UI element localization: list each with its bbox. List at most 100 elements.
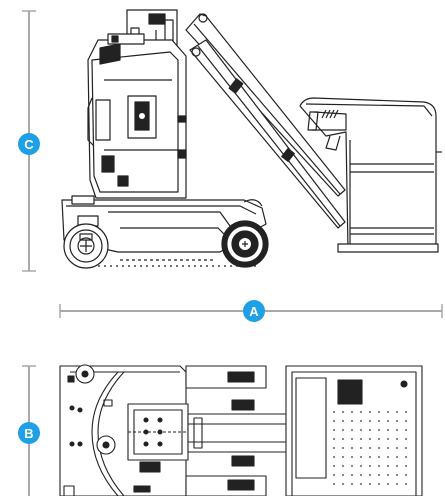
grating-dot bbox=[360, 483, 362, 485]
grating-dot bbox=[360, 411, 362, 413]
grating-dot bbox=[405, 483, 407, 485]
rear-wheel bbox=[63, 223, 109, 269]
grating-dot bbox=[396, 411, 398, 413]
grating-dot bbox=[333, 483, 335, 485]
width-dimension: B bbox=[18, 365, 40, 496]
grating-dot bbox=[333, 420, 335, 422]
grating-dot bbox=[396, 438, 398, 440]
grating-dot bbox=[405, 420, 407, 422]
top-platform bbox=[285, 365, 423, 496]
grating-dot bbox=[351, 456, 353, 458]
grating-dot bbox=[369, 456, 371, 458]
length-badge-label: A bbox=[249, 304, 259, 319]
grating-dot bbox=[342, 411, 344, 413]
grating-dot bbox=[405, 429, 407, 431]
grating-dot bbox=[333, 429, 335, 431]
length-dimension: A bbox=[59, 300, 443, 322]
lift-top-view bbox=[59, 364, 423, 496]
width-badge: B bbox=[18, 422, 40, 444]
grating-dot bbox=[333, 465, 335, 467]
length-badge: A bbox=[243, 300, 265, 322]
grating-dot bbox=[360, 465, 362, 467]
grating-dot bbox=[342, 465, 344, 467]
grating-dot bbox=[342, 483, 344, 485]
grating-dot bbox=[378, 438, 380, 440]
grating-dot bbox=[387, 456, 389, 458]
grating-dot bbox=[369, 429, 371, 431]
lift-side-view bbox=[61, 9, 442, 269]
grating-dot bbox=[378, 465, 380, 467]
grating-dot bbox=[396, 465, 398, 467]
grating-dot bbox=[360, 438, 362, 440]
grating-dot bbox=[342, 438, 344, 440]
jib-arm bbox=[185, 13, 346, 229]
front-wheel bbox=[221, 220, 269, 268]
grating-dot bbox=[387, 438, 389, 440]
grating-dot bbox=[378, 429, 380, 431]
grating-dot bbox=[360, 447, 362, 449]
work-platform-basket bbox=[299, 97, 442, 253]
grating-dot bbox=[369, 438, 371, 440]
grating-dot bbox=[351, 411, 353, 413]
grating-dot bbox=[369, 483, 371, 485]
grating-dot bbox=[369, 465, 371, 467]
grating-dot bbox=[378, 474, 380, 476]
grating-dot bbox=[396, 429, 398, 431]
grating-dot bbox=[405, 411, 407, 413]
grating-dot bbox=[387, 465, 389, 467]
grating-dot bbox=[405, 465, 407, 467]
grating-dot bbox=[333, 447, 335, 449]
grating-dot bbox=[396, 483, 398, 485]
grating-dot bbox=[360, 420, 362, 422]
grating-dot bbox=[351, 447, 353, 449]
chassis-body bbox=[87, 33, 187, 199]
width-badge-label: B bbox=[24, 426, 33, 441]
grating-dot bbox=[360, 429, 362, 431]
grating-dot bbox=[333, 474, 335, 476]
grating-dot bbox=[351, 474, 353, 476]
grating-dot bbox=[351, 420, 353, 422]
top-mast-block bbox=[127, 403, 189, 493]
grating-dot bbox=[378, 411, 380, 413]
height-badge: C bbox=[18, 133, 40, 155]
grating-dot bbox=[396, 456, 398, 458]
grating-dot bbox=[387, 420, 389, 422]
grating-dot bbox=[369, 411, 371, 413]
grating-dot bbox=[387, 474, 389, 476]
grating-dot bbox=[351, 438, 353, 440]
grating-dot bbox=[360, 456, 362, 458]
grating-dot bbox=[387, 429, 389, 431]
grating-dot bbox=[405, 474, 407, 476]
grating-dot bbox=[387, 447, 389, 449]
grating-dot bbox=[396, 447, 398, 449]
top-wheels bbox=[185, 365, 267, 496]
grating-dot bbox=[351, 465, 353, 467]
grating-dot bbox=[360, 474, 362, 476]
grating-dot bbox=[405, 438, 407, 440]
grating-dot bbox=[405, 456, 407, 458]
grating-dot bbox=[333, 438, 335, 440]
top-arm bbox=[187, 413, 289, 453]
height-badge-label: C bbox=[24, 137, 34, 152]
grating-dot bbox=[342, 474, 344, 476]
grating-dot bbox=[351, 429, 353, 431]
grating-dot bbox=[369, 420, 371, 422]
grating-dot bbox=[333, 456, 335, 458]
grating-dot bbox=[396, 474, 398, 476]
grating-dot bbox=[342, 456, 344, 458]
grating-dot bbox=[387, 483, 389, 485]
grating-dot bbox=[378, 456, 380, 458]
grating-dot bbox=[378, 420, 380, 422]
grating-dot bbox=[333, 411, 335, 413]
grating-dot bbox=[378, 483, 380, 485]
grating-dot bbox=[369, 447, 371, 449]
grating-dot bbox=[342, 429, 344, 431]
grating-dot bbox=[369, 474, 371, 476]
grating-dot bbox=[342, 420, 344, 422]
grating-dot bbox=[351, 483, 353, 485]
height-dimension: C bbox=[18, 10, 40, 272]
grating-dot bbox=[396, 420, 398, 422]
grating-dot bbox=[342, 447, 344, 449]
grating-dot bbox=[378, 447, 380, 449]
